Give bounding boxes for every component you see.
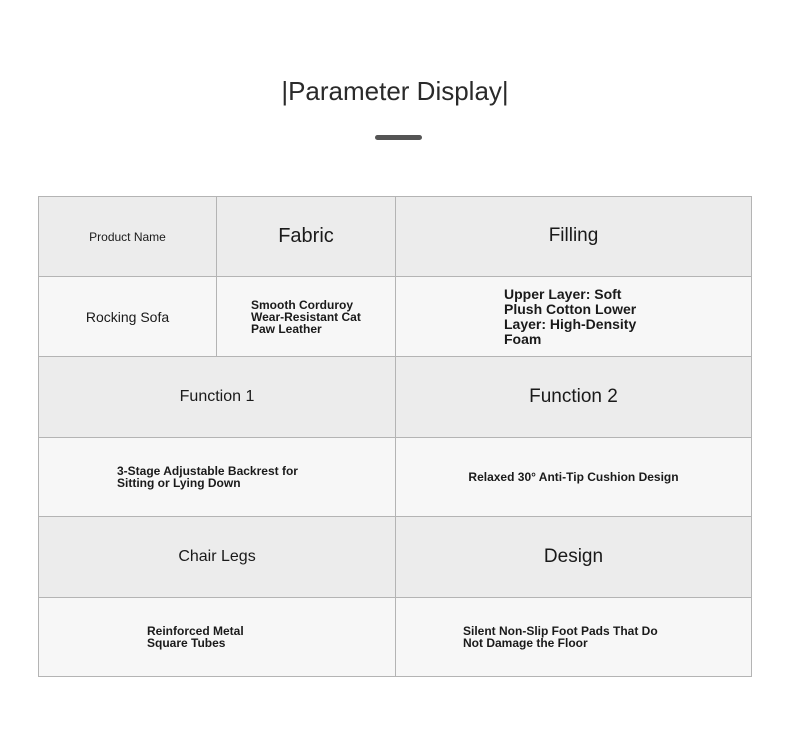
value: Rocking Sofa — [85, 308, 170, 325]
label: Filling — [548, 225, 599, 246]
product-name-value: Rocking Sofa — [38, 276, 217, 357]
product-name-header: Product Name — [38, 196, 217, 277]
filling-header: Filling — [395, 196, 752, 277]
function2-header: Function 2 — [395, 356, 752, 438]
function2-value: Relaxed 30° Anti-Tip Cushion Design — [395, 437, 752, 517]
function1-header: Function 1 — [38, 356, 396, 438]
value: Silent Non-Slip Foot Pads That Do Not Da… — [463, 624, 658, 650]
design-header: Design — [395, 516, 752, 598]
chair-legs-header: Chair Legs — [38, 516, 396, 598]
design-value: Silent Non-Slip Foot Pads That Do Not Da… — [395, 597, 752, 677]
page-title: |Parameter Display| — [281, 76, 509, 106]
fabric-value: Smooth Corduroy Wear-Resistant Cat Paw L… — [216, 276, 396, 357]
label: Function 1 — [179, 388, 255, 405]
label: Product Name — [89, 229, 166, 244]
label: Function 2 — [529, 386, 618, 407]
chair-legs-value: Reinforced Metal Square Tubes — [38, 597, 396, 677]
fabric-header: Fabric — [216, 196, 396, 277]
label: Chair Legs — [178, 548, 256, 565]
label: Design — [543, 546, 604, 567]
title-underline — [375, 135, 422, 140]
filling-value: Upper Layer: Soft Plush Cotton Lower Lay… — [395, 276, 752, 357]
value: Smooth Corduroy Wear-Resistant Cat Paw L… — [251, 297, 361, 336]
value: Relaxed 30° Anti-Tip Cushion Design — [468, 470, 679, 484]
value: Reinforced Metal Square Tubes — [147, 624, 244, 650]
value: Upper Layer: Soft Plush Cotton Lower Lay… — [504, 285, 637, 347]
label: Fabric — [278, 225, 334, 247]
value: 3-Stage Adjustable Backrest for Sitting … — [117, 464, 298, 490]
function1-value: 3-Stage Adjustable Backrest for Sitting … — [38, 437, 396, 517]
